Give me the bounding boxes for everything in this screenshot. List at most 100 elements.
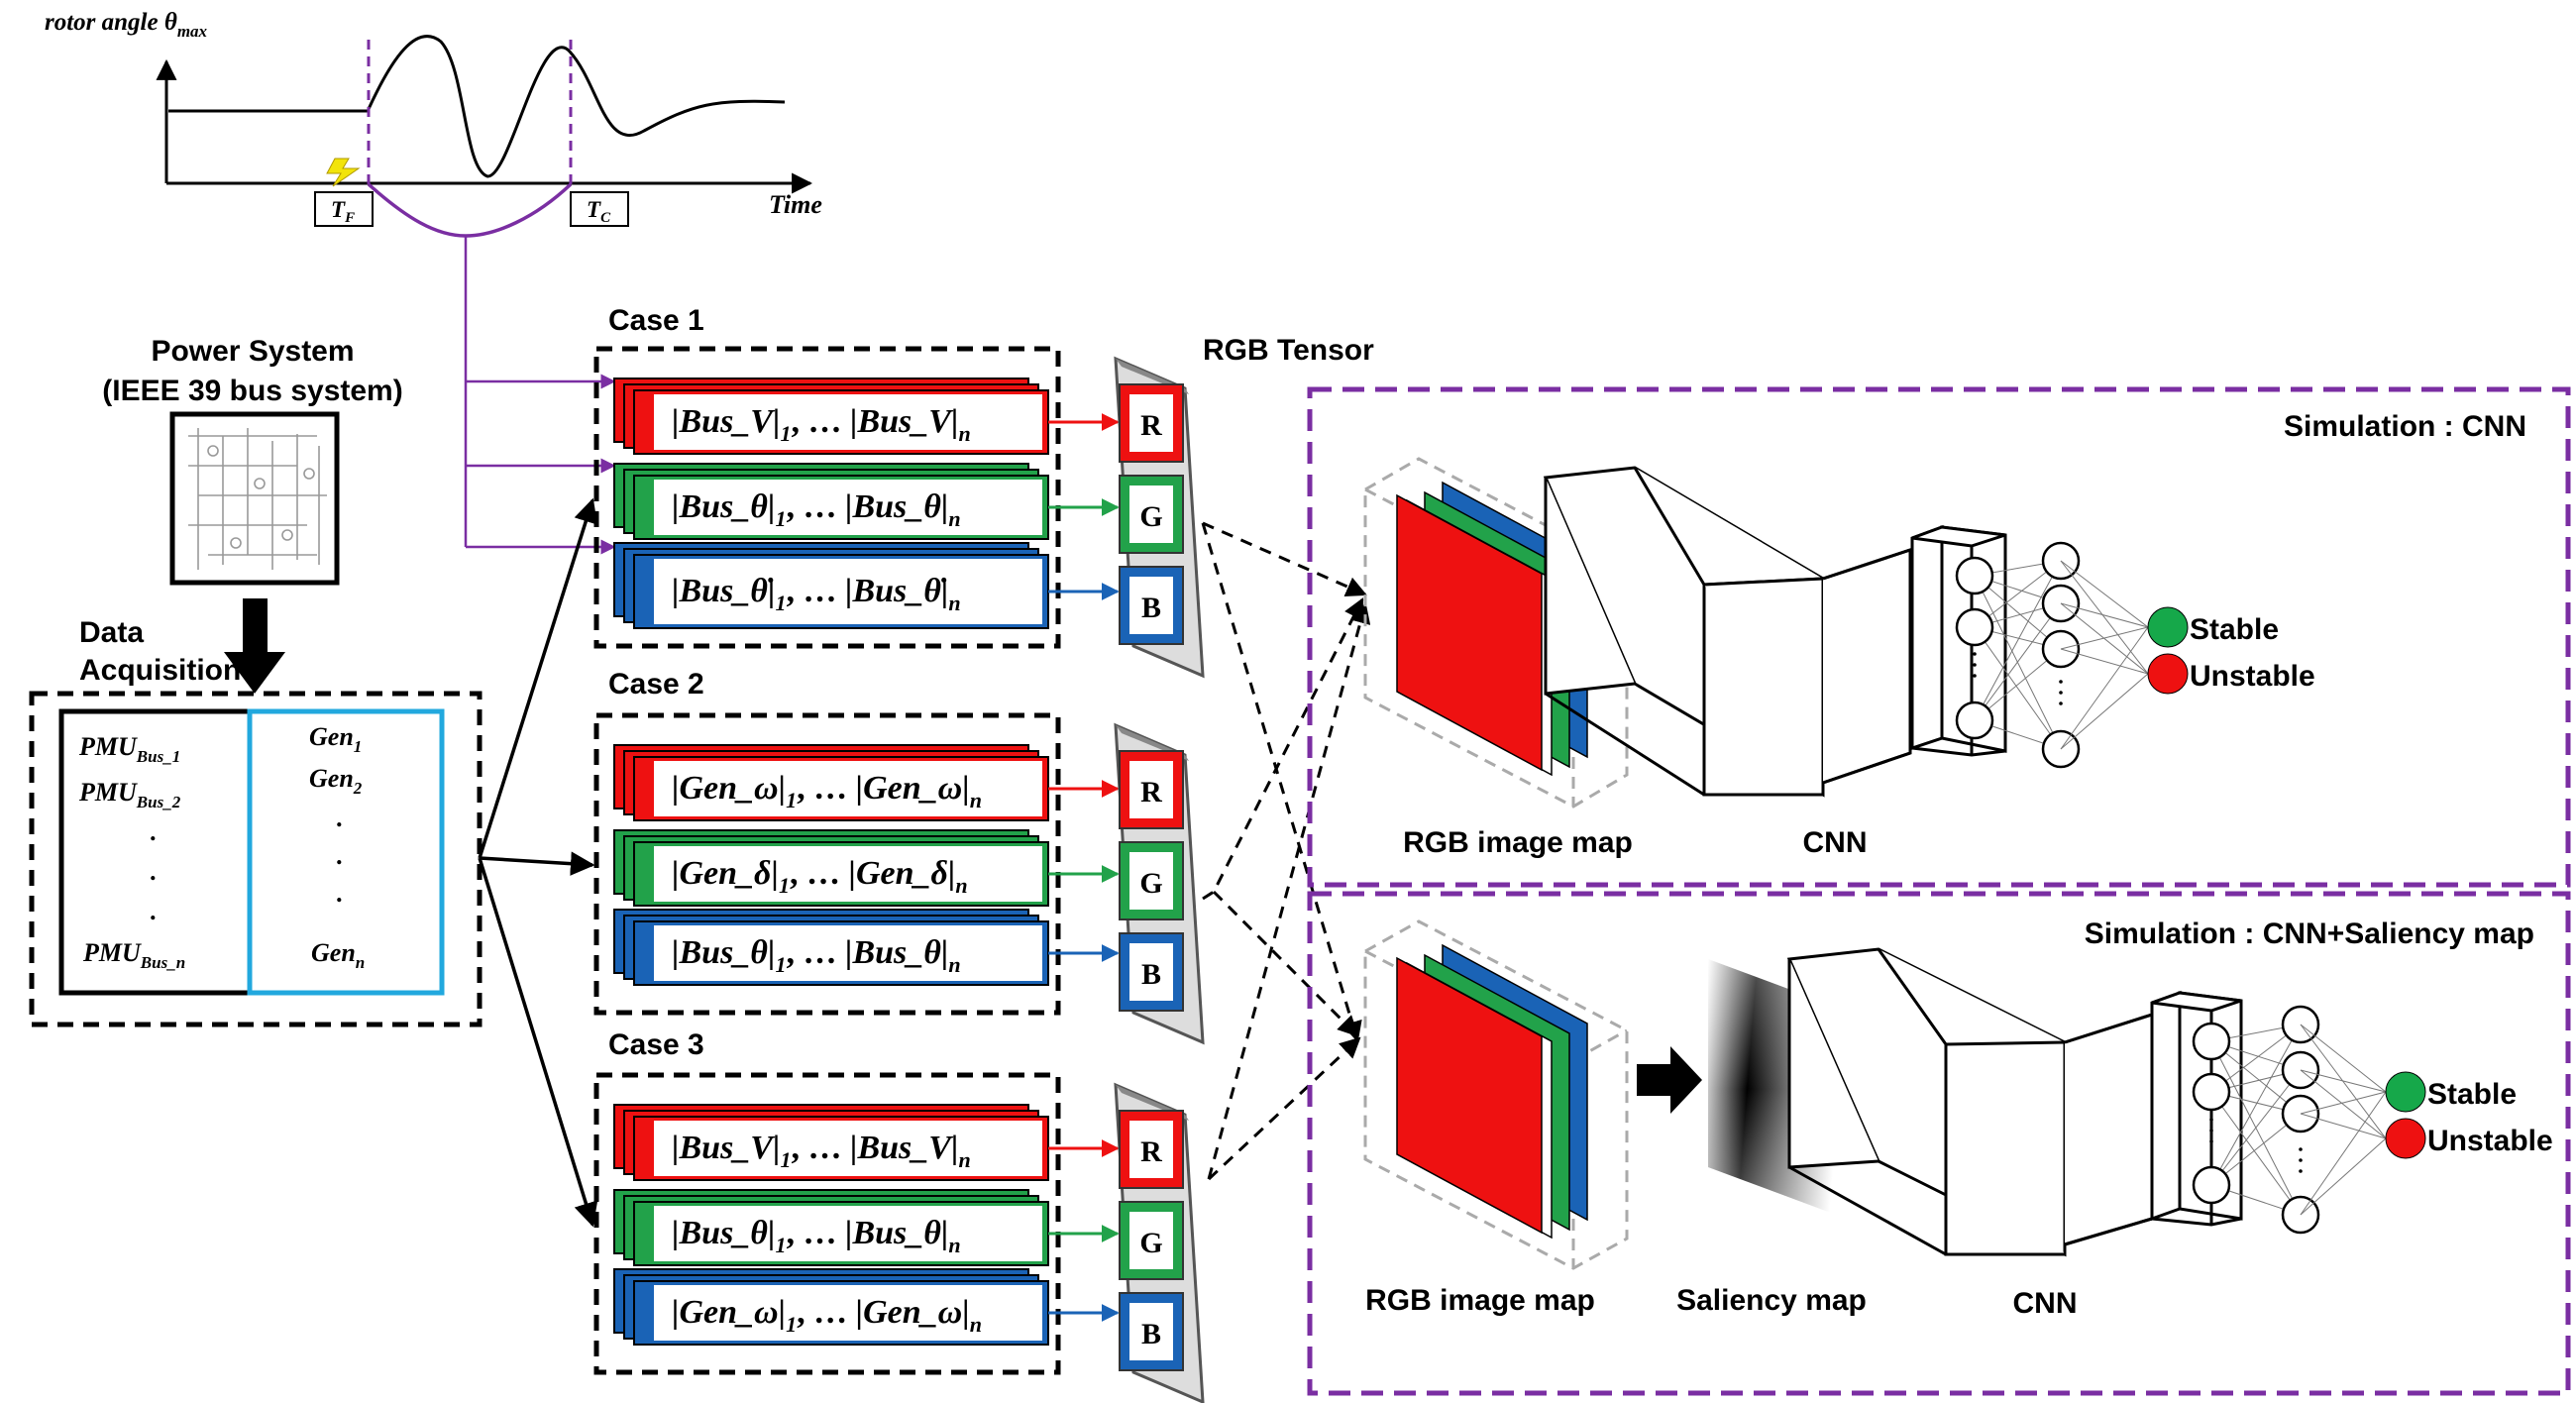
case-fanout-arrows [478, 497, 598, 1228]
case-title: Case 1 [608, 304, 704, 337]
nn-edge [2300, 1069, 2387, 1139]
sim-saliency-fc-nodes [2192, 1005, 2387, 1235]
row-label-bg [654, 1285, 1042, 1341]
nn-edge [1974, 602, 2062, 721]
acquisition-flow-arrow [224, 598, 285, 694]
sim-saliency-network [1786, 947, 2243, 1257]
row-label-bg [654, 925, 1042, 981]
sim-cnn-unstable-node [2147, 653, 2189, 695]
nn-edge [2060, 626, 2149, 650]
nn-ellipsis [2059, 702, 2063, 705]
gen-dot-3: . [337, 879, 344, 908]
sim-saliency-image-map-label: RGB image map [1365, 1284, 1595, 1317]
row-formula: |Gen_δ|1, … |Gen_δ|n [672, 855, 968, 898]
row-formula: |Bus_V|1, … |Bus_V|n [672, 403, 971, 446]
sim-saliency-unstable-node [2385, 1118, 2426, 1159]
nn-node [1955, 556, 1994, 595]
row-formula: |Bus_θ|1, … |Bus_θ|n [672, 934, 961, 977]
sim-cnn-panel: Simulation : CNN RGB image map [1307, 386, 2571, 888]
pmu-item-1: PMUBus_1 [78, 732, 180, 766]
row-formula: |Gen_ω|1, … |Gen_ω|n [672, 770, 982, 812]
nn-edge [2210, 1091, 2302, 1216]
channel-letter: B [1141, 1318, 1161, 1350]
channel-letter: G [1139, 1227, 1162, 1259]
row-formula: |Bus_θ|1, … |Bus_θ|n [672, 488, 961, 531]
tensor-channel-g: G [1119, 841, 1184, 920]
row-label-bg [654, 480, 1042, 535]
sim-cnn-image-map-label: RGB image map [1403, 826, 1633, 859]
lightning-icon [326, 158, 361, 187]
row-label-bg [654, 559, 1042, 624]
sim-saliency-title: Simulation : CNN+Saliency map [2085, 917, 2534, 950]
sim-saliency-panel: Simulation : CNN+Saliency map RGB image … [1307, 891, 2571, 1396]
pmu-item-2: PMUBus_2 [78, 778, 181, 811]
tensor-channel-b: B [1119, 566, 1184, 645]
nn-ellipsis [2209, 1139, 2213, 1143]
channel-letter: B [1141, 958, 1161, 991]
power-system-title: Power System [151, 335, 354, 368]
channel-letter: G [1139, 500, 1162, 533]
tc-label: TC [587, 197, 611, 226]
channel-letter: R [1140, 776, 1162, 809]
sim-cnn-title: Simulation : CNN [2284, 410, 2526, 443]
case-row: |Gen_ω|1, … |Gen_ω|n [613, 744, 1120, 821]
gen-dot-2: . [337, 841, 344, 870]
case-row: |Bus_V|1, … |Bus_V|n [613, 378, 1120, 455]
nn-edge [2060, 560, 2149, 675]
rgb-tensor: R GB [1114, 356, 1205, 679]
rgb-tensor-label: RGB Tensor [1203, 334, 1374, 367]
sim-saliency-rgb-image-map [1363, 919, 1629, 1270]
rgb-tensor: RGB [1114, 1082, 1205, 1403]
row-label-bg [654, 1121, 1042, 1176]
tensor-channel-g: G [1119, 1201, 1184, 1280]
nn-edge [1974, 560, 2062, 721]
tf-box [314, 191, 374, 227]
case-border [593, 1072, 1061, 1375]
sim-saliency-stable-label: Stable [2427, 1078, 2517, 1111]
tensor-channel-r: R [1119, 750, 1184, 829]
tensor-to-sim-arrows [1201, 521, 1371, 1181]
case-title: Case 3 [608, 1028, 704, 1061]
data-acquisition-label-2: Acquisition [79, 654, 241, 687]
nn-node [1955, 701, 1994, 740]
nn-edge [2210, 1040, 2302, 1115]
row-formula: |Bus_θ̇|1, … |Bus_θ̇|n [672, 573, 961, 615]
nn-ellipsis [2299, 1158, 2303, 1162]
channel-letter: R [1140, 409, 1162, 442]
row-label-bg [654, 846, 1042, 902]
case-border [593, 346, 1061, 649]
nn-ellipsis [2209, 1118, 2213, 1122]
pmu-dot-2: . [151, 857, 158, 886]
nn-ellipsis [2299, 1147, 2303, 1151]
sim-saliency-unstable-label: Unstable [2427, 1125, 2553, 1157]
nn-node [2192, 1022, 2231, 1061]
case-row: |Bus_θ|1, … |Bus_θ|n [613, 463, 1120, 540]
sim-cnn-border [1307, 386, 2571, 888]
nn-edge [2060, 602, 2149, 628]
nn-edge [2300, 1091, 2387, 1115]
pmu-dot-1: . [151, 817, 158, 846]
gen-box [247, 708, 445, 996]
case-3: Case 3 |Bus_V|1, … |Bus_V|n |Bus_θ|1, … |B… [593, 1028, 1205, 1403]
nn-edge [2210, 1069, 2302, 1186]
sim-cnn-stable-label: Stable [2190, 613, 2279, 646]
case-2: Case 2|Gen_ω|1, … |Gen_ω|n|Gen_δ|1, … |G… [593, 668, 1205, 1045]
case-row: |Bus_V|1, … |Bus_V|n [613, 1104, 1120, 1181]
nn-node [2192, 1072, 2231, 1112]
case-row: |Gen_ω|1, … |Gen_ω|n [613, 1268, 1120, 1346]
nn-edge [2060, 648, 2149, 675]
schematic-lines [188, 428, 327, 570]
sim-saliency-stable-node [2385, 1071, 2426, 1113]
nn-edge [2300, 1091, 2387, 1216]
pmu-item-n: PMUBus_n [82, 938, 185, 972]
nn-ellipsis [2059, 680, 2063, 684]
row-label-bg [654, 394, 1042, 450]
sim-saliency-border [1307, 891, 2571, 1396]
nn-edge [2060, 626, 2149, 750]
row-formula: |Gen_ω|1, … |Gen_ω|n [672, 1294, 982, 1337]
sim-cnn-stable-node [2147, 606, 2189, 648]
tensor-channel-b: B [1119, 932, 1184, 1012]
power-system-subtitle: (IEEE 39 bus system) [102, 375, 402, 407]
case-row: |Bus_θ|1, … |Bus_θ|n [613, 1189, 1120, 1266]
